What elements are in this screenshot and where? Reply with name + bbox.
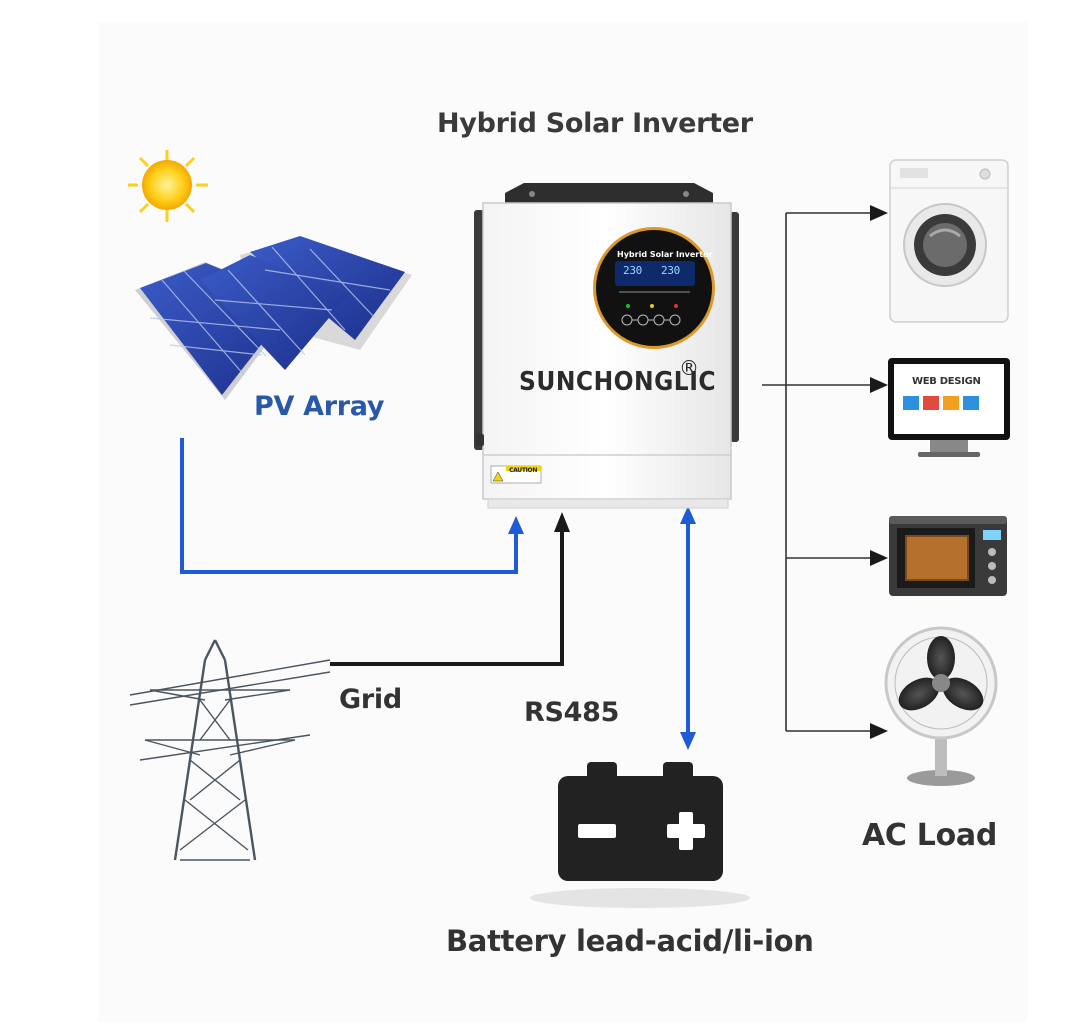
lcd-title: Hybrid Solar Inverter <box>617 250 713 259</box>
pv-array-label: PV Array <box>254 391 385 422</box>
inverter-unit <box>474 183 739 509</box>
solar-panel-icon <box>135 236 412 400</box>
grid-label: Grid <box>339 684 402 715</box>
lcd-value-right: 230 <box>661 264 680 277</box>
rs485-label: RS485 <box>524 697 620 728</box>
washing-machine-icon <box>889 159 1009 323</box>
battery-icon <box>530 762 750 908</box>
sun-icon <box>128 150 208 222</box>
ac-load-bus <box>762 212 872 732</box>
caution-label: CAUTION <box>509 467 538 474</box>
battery-label: Battery lead-acid/li-ion <box>446 924 814 958</box>
fan-icon <box>884 626 998 786</box>
lcd-value-left: 230 <box>623 264 642 277</box>
grid-connection-line <box>330 512 570 666</box>
diagram-title: Hybrid Solar Inverter <box>437 108 753 139</box>
inverter-brand: SUNCHONGLIC <box>519 367 717 397</box>
monitor-icon <box>888 358 1010 457</box>
microwave-icon <box>889 516 1007 596</box>
battery-connection-line <box>680 506 696 750</box>
ac-load-arrowheads <box>870 205 888 739</box>
registered-mark: ® <box>679 356 699 380</box>
transmission-tower-icon <box>129 639 331 861</box>
monitor-screen-text: WEB DESIGN <box>912 376 981 387</box>
ac-load-label: AC Load <box>862 818 998 853</box>
pv-connection-line <box>180 438 524 574</box>
